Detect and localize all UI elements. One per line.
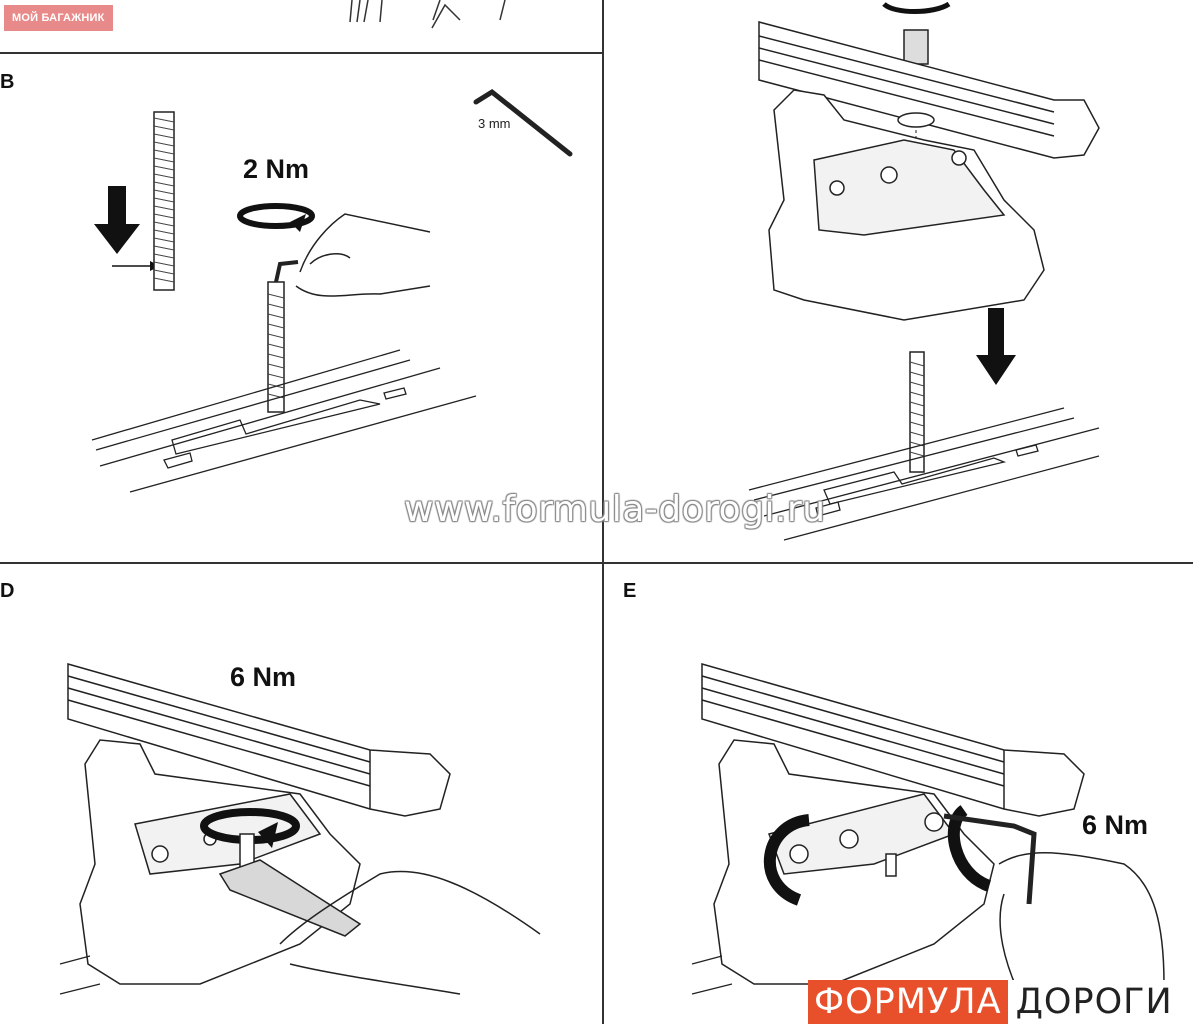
panel-divider-vertical [602,0,604,1024]
step-c-drawing [748,1,1100,541]
step-e-panel: E 6 Nm [604,564,1193,1024]
panel-divider-middle [0,562,1193,564]
step-b-drawing [91,88,573,493]
brand-logo-part2: ДОРОГИ [1007,980,1181,1024]
wrench-icon [218,859,362,937]
hex-key-icon [473,88,573,157]
down-arrow-icon [976,308,1016,385]
step-d-letter: D [0,580,15,602]
hand-drawing [295,213,431,297]
previous-step-drawing [349,0,506,29]
site-tag[interactable]: МОЙ БАГАЖНИК [4,5,113,31]
step-e-drawing [691,663,1165,1005]
brand-logo-part1: ФОРМУЛА [808,980,1008,1024]
brand-logo[interactable]: ФОРМУЛА ДОРОГИ [808,980,1181,1024]
step-e-torque-label: 6 Nm [1082,810,1149,840]
down-arrow-icon [94,186,140,254]
hand-drawing [279,870,541,995]
step-d-torque-label: 6 Nm [230,662,297,692]
step-d-drawing [59,663,541,995]
step-b-letter: B [0,71,15,93]
watermark-url: www.formula-dorogi.ru [404,489,826,530]
step-d-panel: D 6 Nm [0,564,602,1024]
step-c-panel [604,0,1193,562]
panel-divider-top [0,52,603,54]
step-e-letter: E [623,580,637,602]
hex-key-icon [943,813,1037,905]
step-b-torque-label: 2 Nm [243,154,310,184]
step-b-panel: B 2 Nm 3 mm [0,54,602,562]
previous-step-fragment [0,0,602,52]
step-b-tool-label: 3 mm [478,116,511,131]
